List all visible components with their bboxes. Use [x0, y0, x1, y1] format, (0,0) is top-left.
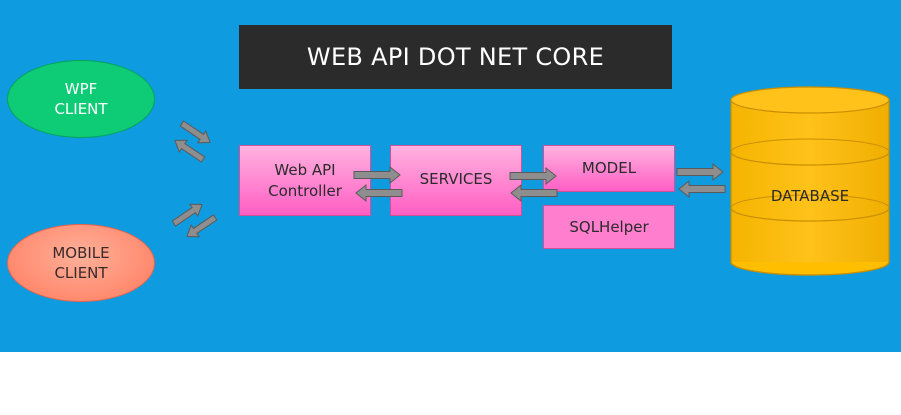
- controller-to-services-arrow: [353, 165, 401, 185]
- wpf-client-node: WPF CLIENT: [7, 60, 155, 138]
- mobile-client-label-line1: MOBILE: [52, 244, 110, 262]
- mobile-client-node: MOBILE CLIENT: [7, 224, 155, 302]
- title-banner: WEB API DOT NET CORE: [239, 25, 672, 89]
- model-to-services-arrow: [510, 183, 558, 203]
- model-to-database-arrow: [676, 162, 724, 182]
- mobile-arrow-in: [171, 203, 203, 227]
- database-cylinder: [730, 86, 890, 276]
- services-to-controller-arrow: [355, 183, 403, 203]
- web-api-controller-box: Web API Controller: [239, 145, 371, 216]
- mobile-client-label-line2: CLIENT: [54, 264, 108, 282]
- diagram-canvas: WEB API DOT NET CORE WPF CLIENT MOBILE C…: [0, 0, 901, 352]
- controller-label-line1: Web API: [274, 160, 336, 179]
- model-box: MODEL: [543, 145, 675, 192]
- sqlhelper-label: SQLHelper: [569, 217, 649, 236]
- diagram-graphics: [171, 86, 890, 276]
- diagram-title: WEB API DOT NET CORE: [306, 43, 605, 71]
- wpf-arrow-in: [179, 120, 211, 144]
- controller-label-line2: Controller: [268, 181, 342, 200]
- model-label: MODEL: [581, 159, 637, 177]
- wpf-client-label-line2: CLIENT: [54, 100, 108, 118]
- services-label: SERVICES: [419, 170, 493, 188]
- database-to-model-arrow: [678, 179, 726, 199]
- services-to-model-arrow: [509, 166, 557, 186]
- wpf-arrow-out: [174, 139, 206, 163]
- wpf-client-label-line1: WPF: [64, 80, 98, 98]
- database-label: DATABASE: [770, 187, 850, 205]
- sqlhelper-box: SQLHelper: [543, 205, 675, 249]
- services-box: SERVICES: [390, 145, 522, 216]
- mobile-arrow-out: [186, 214, 218, 238]
